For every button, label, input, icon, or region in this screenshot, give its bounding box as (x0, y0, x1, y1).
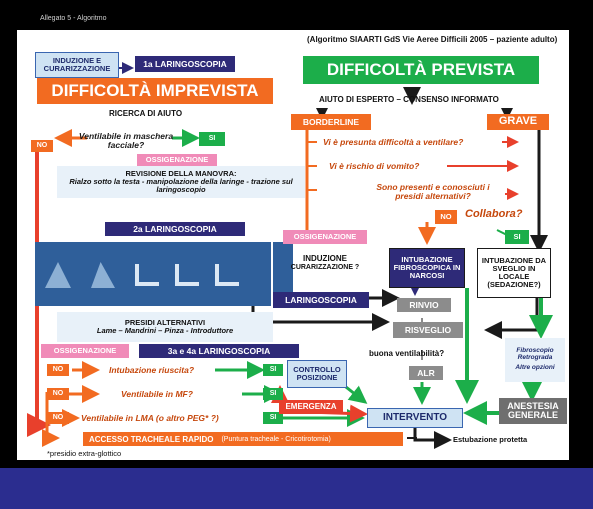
laryngeal-view-strip (35, 242, 271, 306)
rinvio-box: RINVIO (397, 298, 451, 312)
difficolta-prevista-title: DIFFICOLTÀ PREVISTA (303, 56, 539, 84)
laryngeal-view-1 (45, 262, 71, 288)
bottom-band (0, 468, 593, 509)
ventilabile-question: Ventilabile in maschera facciale? (78, 130, 174, 150)
revisione-box: REVISIONE DELLA MANOVRA: Rialzo sotto la… (57, 166, 305, 198)
alr-box: ALR (409, 366, 443, 380)
laryngeal-view-6 (273, 242, 293, 306)
laryngeal-view-2 (91, 262, 115, 288)
accesso-tracheale-box: ACCESSO TRACHEALE RAPIDO (Puntura trache… (83, 432, 403, 446)
ossigenazione-2: OSSIGENAZIONE (41, 344, 129, 358)
difficolta-imprevista-title: DIFFICOLTÀ IMPREVISTA (37, 78, 273, 104)
laringoscopia-34-box: 3a e 4a LARINGOSCOPIA (139, 344, 299, 358)
no-badge-5: NO (435, 210, 457, 224)
si-badge-1: SI (199, 132, 225, 146)
induzione-label: INDUZIONE (303, 254, 347, 264)
intubazione-question: Intubazione riuscita? (109, 365, 195, 375)
no-badge-2: NO (47, 364, 69, 376)
induzione-box: INDUZIONE CURARIZZAZIONE ? (279, 250, 371, 276)
si-badge-4: SI (263, 412, 283, 424)
page-caption: Allegato 5 - Algoritmo (40, 15, 107, 22)
intervento-box: INTERVENTO (367, 408, 463, 428)
laringoscopia-1-box: 1a LARINGOSCOPIA (135, 56, 235, 72)
emergenza-box: EMERGENZA (279, 400, 343, 414)
no-badge-3: NO (47, 388, 69, 400)
presidi-body: Lame – Mandrini – Pinza - Introduttore (96, 326, 234, 335)
fibroscopio-label: Fibroscopio Retrograda (516, 346, 554, 361)
ossigenazione-1: OSSIGENAZIONE (137, 154, 217, 166)
accesso-title: ACCESSO TRACHEALE RAPIDO (89, 434, 214, 444)
presidi-box: PRESIDI ALTERNATIVI Lame – Mandrini – Pi… (57, 312, 273, 342)
question-ventilare: Vi è presunta difficoltà a ventilare? (323, 137, 464, 147)
anestesia-generale-box: ANESTESIA GENERALE (499, 398, 567, 424)
accesso-detail: (Puntura tracheale - Cricotirotomia) (221, 435, 331, 443)
buona-ventilabilita-question: buona ventilabilità? (369, 349, 445, 358)
laryngeal-view-4 (175, 264, 199, 286)
laryngeal-view-5 (215, 264, 239, 286)
flowchart-paper: (Algoritmo SIAARTI GdS Vie Aeree Diffici… (17, 30, 569, 460)
presidi-title: PRESIDI ALTERNATIVI (124, 318, 206, 328)
laringoscopia-2-box: 2a LARINGOSCOPIA (105, 222, 245, 236)
ricerca-aiuto-label: RICERCA DI AIUTO (109, 109, 183, 118)
estubazione-label: Estubazione protetta (453, 435, 528, 444)
footnote: *presidio extra-glottico (47, 449, 122, 458)
revisione-body: Rialzo sotto la testa - manipolazione de… (69, 177, 293, 194)
revisione-title: REVISIONE DELLA MANOVRA: (125, 169, 237, 179)
aiuto-esperto-label: AIUTO DI ESPERTO – CONSENSO INFORMATO (319, 95, 499, 104)
induction-box: INDUZIONE E CURARIZZAZIONE (35, 52, 119, 78)
altre-opzioni-label: Altre opzioni (515, 364, 555, 372)
fibroscopica-box: INTUBAZIONE FIBROSCOPICA IN NARCOSI (389, 248, 465, 288)
no-badge-4: NO (47, 412, 69, 424)
mf-question: Ventilabile in MF? (121, 389, 193, 399)
borderline-box: BORDERLINE (291, 114, 371, 130)
no-badge-1: NO (31, 140, 53, 152)
si-badge-2: SI (263, 364, 283, 376)
risveglio-box: RISVEGLIO (393, 322, 463, 338)
laryngeal-view-3 (135, 264, 159, 286)
si-badge-5: SI (505, 230, 529, 244)
grave-box: GRAVE (487, 114, 549, 130)
curarizzazione-label: CURARIZZAZIONE ? (290, 263, 360, 271)
si-badge-3: SI (263, 388, 283, 400)
laringoscopia-right-box: LARINGOSCOPIA (273, 292, 369, 308)
lma-question: Ventilabile in LMA (o altro PEG* ?) (81, 413, 219, 423)
controllo-posizione-box: CONTROLLO POSIZIONE (287, 360, 347, 388)
sveglio-box: INTUBAZIONE DA SVEGLIO IN LOCALE (SEDAZI… (477, 248, 551, 298)
question-presidi: Sono presenti e conosciuti i presidi alt… (376, 181, 490, 201)
collabora-question: Collabora? (465, 208, 523, 220)
ossigenazione-3: OSSIGENAZIONE (283, 230, 367, 244)
question-vomito: Vi è rischio di vomito? (329, 161, 420, 171)
fibroscopio-options-box: Fibroscopio Retrograda Altre opzioni (505, 338, 565, 382)
source-line: (Algoritmo SIAARTI GdS Vie Aeree Diffici… (307, 35, 558, 44)
